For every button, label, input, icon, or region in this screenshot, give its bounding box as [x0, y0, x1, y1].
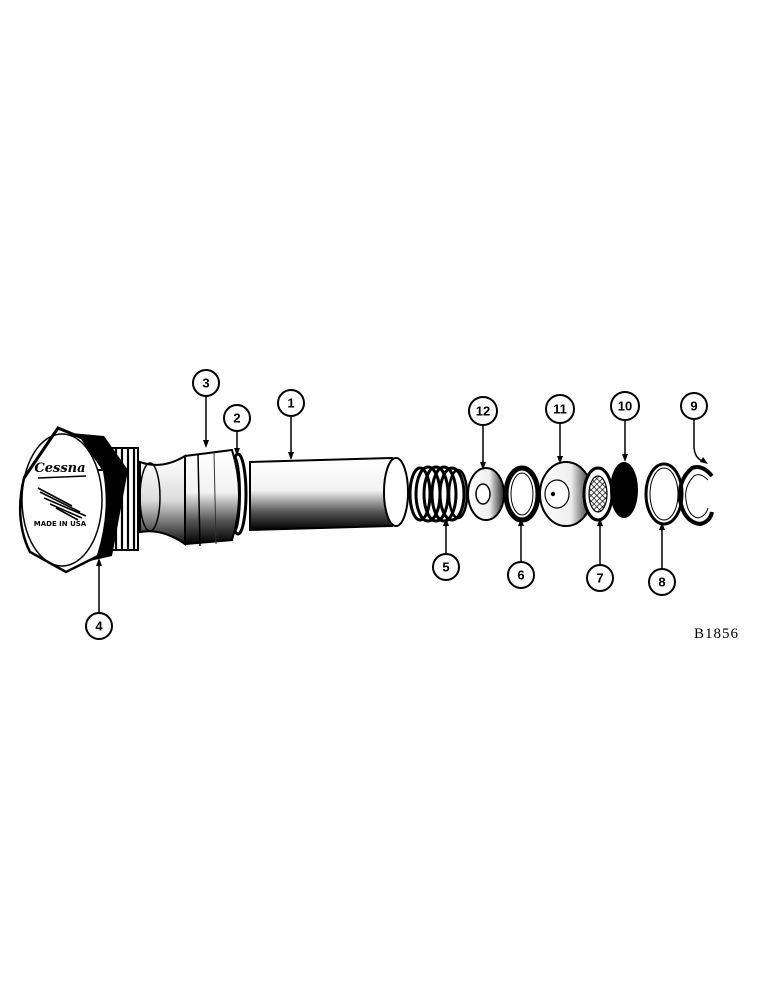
part-9-snap-ring: [677, 465, 714, 527]
logo-tagline: MADE IN USA: [34, 520, 87, 528]
callout-2-label: 2: [233, 411, 240, 426]
leader-lines: [98, 396, 705, 612]
fitting-neck: [139, 454, 186, 546]
callout-6: 6: [507, 561, 535, 589]
logo-wing-emblem: [37, 487, 87, 521]
callout-12: 12: [468, 396, 498, 426]
callout-5-label: 5: [442, 560, 449, 575]
callout-9: 9: [680, 392, 708, 420]
callout-6-label: 6: [517, 568, 524, 583]
callout-1-label: 1: [287, 396, 294, 411]
callout-4: 4: [85, 612, 113, 640]
callout-8-label: 8: [658, 575, 665, 590]
part-6-oring: [503, 465, 541, 523]
part-11-valve-disc: [539, 461, 593, 527]
part-10-filter-disc: [610, 462, 638, 518]
figure-code: B1856: [694, 626, 740, 642]
part-7-screen: [582, 466, 614, 522]
part-8-ring: [644, 462, 684, 526]
callout-11-label: 11: [553, 402, 567, 417]
callout-7-label: 7: [596, 571, 603, 586]
callout-12-label: 12: [476, 404, 490, 419]
part-3-collar: [177, 448, 240, 547]
callout-2: 2: [223, 404, 251, 432]
leader-arrowheads: [96, 440, 708, 566]
part-12-washer: [467, 467, 505, 521]
callout-4-label: 4: [95, 619, 103, 634]
part-4-hex-plug: Cessna MADE IN USA: [18, 426, 128, 574]
logo-brand: Cessna: [34, 461, 85, 476]
part-1-tube: [249, 456, 409, 532]
callout-8: 8: [648, 568, 676, 596]
callout-1: 1: [277, 389, 305, 417]
callout-3: 3: [192, 369, 220, 397]
callout-9-label: 9: [690, 399, 697, 414]
part-5-spring: [408, 465, 469, 523]
callout-10-label: 10: [618, 399, 632, 414]
callout-11: 11: [545, 394, 575, 424]
callout-5: 5: [432, 553, 460, 581]
callout-3-label: 3: [202, 376, 209, 391]
callout-10: 10: [610, 391, 640, 421]
callout-7: 7: [586, 564, 614, 592]
